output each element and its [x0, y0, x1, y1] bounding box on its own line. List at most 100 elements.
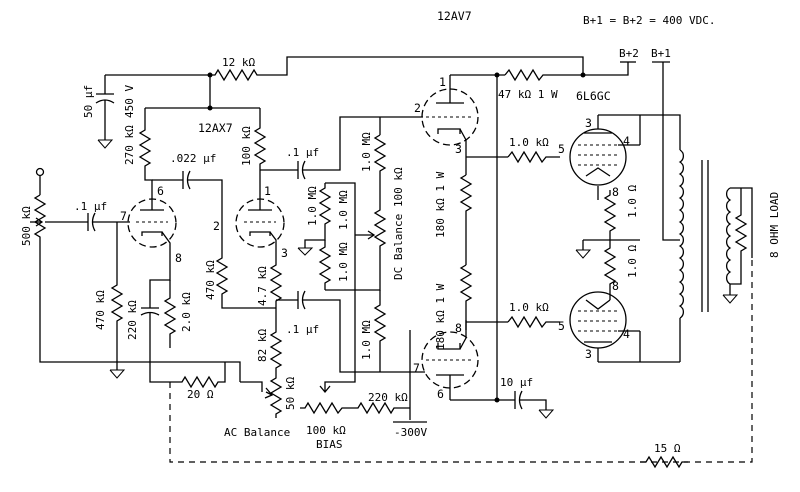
- label-r-270k: 270 kΩ: [123, 125, 136, 165]
- capacitor-input: [45, 212, 130, 232]
- resistor-12k: [210, 68, 260, 82]
- pot-bias: [300, 401, 350, 415]
- tube-v4: [421, 320, 479, 400]
- tube-v3: [421, 75, 479, 157]
- label-load: 8 OHM LOAD: [768, 192, 781, 258]
- label-r-82k: 82 kΩ: [256, 329, 269, 362]
- label-tube-12ax7: 12AX7: [198, 121, 233, 135]
- resistor-1M-d: [373, 290, 387, 372]
- label-r-470k-cath: 470 kΩ: [204, 260, 217, 300]
- capacitor-022: [152, 170, 223, 226]
- pin-v5-plate: 3: [585, 116, 592, 130]
- resistor-1M-b: [304, 183, 332, 248]
- label-c-1-in: .1 µf: [74, 200, 107, 213]
- label-r-20: 20 Ω: [187, 388, 214, 401]
- resistor-1k-b: [507, 315, 560, 329]
- resistor-1k-a: [507, 150, 560, 164]
- resistor-1M-c: [318, 240, 332, 290]
- pin-v4-plate: 6: [437, 387, 444, 401]
- label-r-1m-e: 1.0 MΩ: [337, 190, 350, 230]
- label-c-1-low: .1 µf: [286, 323, 319, 336]
- label-tube-6l6gc: 6L6GC: [576, 89, 611, 103]
- pin-v5-cathode: 8: [612, 185, 619, 199]
- label-r-12k: 12 kΩ: [222, 56, 255, 69]
- pot-dc-balance: [325, 198, 387, 291]
- capacitor-low: [276, 290, 425, 373]
- resistor-470k-cath: [215, 226, 276, 309]
- pin-v2-cathode: 3: [281, 246, 288, 260]
- terminal-bplus2: B+2: [619, 47, 639, 60]
- resistor-1r-a: [603, 190, 617, 240]
- label-r-1m-c: 1.0 MΩ: [337, 242, 350, 282]
- pin-v3-cathode: 3: [455, 142, 462, 156]
- input-jack: [30, 167, 241, 382]
- tube-v5-6l6gc: [569, 115, 640, 186]
- label-r-47k: 47 kΩ 1 W: [498, 88, 558, 101]
- pin-v3-grid: 2: [414, 101, 421, 115]
- label-r-1k-a: 1.0 kΩ: [509, 136, 549, 149]
- resistor-270k: [138, 125, 153, 199]
- feedback-line: [169, 258, 753, 463]
- label-c-1-mid: .1 µf: [286, 146, 319, 159]
- resistor-2k: [163, 280, 177, 348]
- resistor-220k-bias: [350, 401, 410, 415]
- pot-50k: [269, 375, 283, 418]
- label-r-50k: 50 kΩ: [284, 377, 297, 410]
- resistor-47k: [504, 62, 629, 82]
- label-c-10uf: 10 µf: [500, 376, 533, 389]
- label-r-1r-a: 1.0 Ω: [626, 185, 639, 218]
- load-resistor: [730, 188, 748, 285]
- label-r-2k: 2.0 kΩ: [180, 292, 193, 332]
- resistor-470k-grid: [110, 222, 124, 370]
- resistor-180k-a: [459, 174, 473, 265]
- pin-v6-screen: 4: [623, 327, 630, 341]
- label-bias: BIAS: [316, 438, 343, 451]
- supply-note: B+1 = B+2 = 400 VDC.: [583, 14, 715, 27]
- label-neg300: -300V: [394, 426, 427, 439]
- capacitor-mid: [260, 116, 423, 180]
- label-r-500k: 500 kΩ: [20, 206, 33, 246]
- resistor-15: [640, 455, 688, 469]
- label-dc-balance: DC Balance 100 kΩ: [392, 167, 405, 280]
- pin-v1-cathode: 8: [175, 251, 182, 265]
- label-r-180k-b: 180 kΩ 1 W: [434, 283, 447, 350]
- label-bias-pot: 100 kΩ: [306, 424, 346, 437]
- title-tube-12av7: 12AV7: [437, 9, 472, 23]
- resistor-4k7: [269, 258, 283, 320]
- terminal-bplus1: B+1: [651, 47, 671, 60]
- pin-v6-grid: 5: [558, 319, 565, 333]
- pin-v5-screen: 4: [623, 134, 630, 148]
- label-c-50uf: 50 µf: [82, 85, 95, 118]
- resistor-180k-b: [459, 264, 473, 330]
- label-r-220k: 220 kΩ: [126, 300, 139, 340]
- label-r-15: 15 Ω: [654, 442, 681, 455]
- resistor-20: [175, 362, 226, 389]
- label-r-1k-b: 1.0 kΩ: [509, 301, 549, 314]
- resistor-1r-b: [603, 240, 617, 300]
- label-r-470k-grid: 470 kΩ: [94, 290, 107, 330]
- pin-v2-plate: 1: [264, 184, 271, 198]
- label-r-1r-b: 1.0 Ω: [626, 245, 639, 278]
- label-r-1m-d: 1.0 MΩ: [360, 320, 373, 360]
- tube-v6-6l6gc: [569, 291, 640, 362]
- pin-v4-cathode: 8: [455, 321, 462, 335]
- pin-v3-plate: 1: [439, 75, 446, 89]
- tube-v2: [235, 198, 285, 258]
- resistor-82k: [269, 320, 283, 375]
- label-r-1m-a: 1.0 MΩ: [360, 132, 373, 172]
- tube-v1: [127, 198, 177, 258]
- pin-v5-grid: 5: [558, 142, 565, 156]
- resistor-1M-a: [373, 134, 387, 198]
- pin-v1-grid: 7: [120, 209, 127, 223]
- label-c-50uf-v: 450 V: [123, 85, 136, 118]
- label-r-4k7: 4.7 kΩ: [256, 266, 269, 306]
- b-plus-rail: [105, 56, 584, 125]
- pin-v4-grid: 7: [413, 361, 420, 375]
- label-r-100k-plate: 100 kΩ: [240, 126, 253, 166]
- label-r-1m-b: 1.0 MΩ: [306, 186, 319, 226]
- label-ac-balance: AC Balance: [224, 426, 290, 439]
- output-transformer: [655, 62, 753, 362]
- label-r-220k-bias: 220 kΩ: [368, 391, 408, 404]
